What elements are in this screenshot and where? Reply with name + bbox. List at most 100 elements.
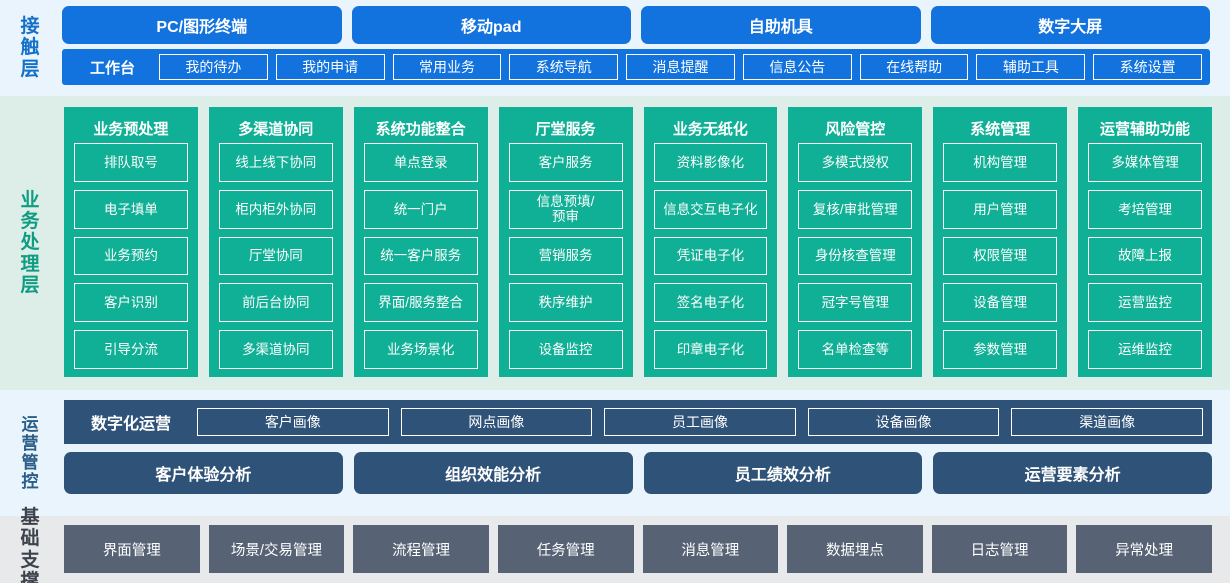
biz-item[interactable]: 线上线下协同 [218, 143, 333, 182]
biz-item[interactable]: 多渠道协同 [218, 330, 333, 369]
biz-column-title: 业务预处理 [93, 120, 169, 138]
channel-label: PC/图形终端 [156, 19, 248, 36]
biz-item[interactable]: 设备监控 [508, 330, 623, 369]
workbench-item-common-business[interactable]: 常用业务 [392, 54, 502, 80]
biz-item[interactable]: 排队取号 [74, 143, 188, 182]
biz-item[interactable]: 单点登录 [363, 143, 478, 182]
biz-item[interactable]: 复核/审批管理 [798, 189, 913, 229]
biz-column-lobby-service: 厅堂服务 客户服务 信息预填/ 预审 营销服务 秩序维护 设备监控 [498, 107, 633, 377]
biz-column-preprocessing: 业务预处理 排队取号 电子填单 业务预约 客户识别 引导分流 [64, 107, 198, 377]
analysis-row: 客户体验分析 组织效能分析 员工绩效分析 运营要素分析 [64, 452, 1212, 494]
workbench-item-system-settings[interactable]: 系统设置 [1093, 54, 1203, 80]
portrait-employee[interactable]: 员工画像 [604, 408, 796, 436]
biz-item[interactable]: 用户管理 [943, 189, 1058, 229]
workbench-item-message-reminder[interactable]: 消息提醒 [626, 54, 735, 80]
foundation-layer-label: 基础支撑 [0, 507, 60, 583]
workbench-item-system-navigation[interactable]: 系统导航 [509, 54, 619, 80]
channel-label: 数字大屏 [1038, 19, 1103, 36]
biz-column-title: 多渠道协同 [238, 120, 314, 138]
analysis-employee-performance[interactable]: 员工绩效分析 [643, 452, 923, 494]
biz-item[interactable]: 信息交互电子化 [653, 189, 768, 229]
biz-item[interactable]: 考培管理 [1088, 189, 1202, 229]
biz-item[interactable]: 身份核查管理 [798, 236, 913, 276]
workbench-item-my-application[interactable]: 我的申请 [275, 54, 385, 80]
ops-layer-body: 数字化运营 客户画像 网点画像 员工画像 设备画像 渠道画像 客户体验分析 组织… [60, 390, 1230, 516]
biz-column-operation-aux: 运营辅助功能 多媒体管理 考培管理 故障上报 运营监控 运维监控 [1078, 107, 1212, 377]
channel-label: 移动pad [461, 19, 522, 36]
biz-item[interactable]: 引导分流 [74, 330, 188, 369]
biz-item[interactable]: 印章电子化 [653, 330, 768, 369]
biz-item[interactable]: 参数管理 [943, 330, 1058, 369]
contact-layer-label: 接触层 [0, 0, 60, 96]
biz-item[interactable]: 多媒体管理 [1088, 143, 1202, 182]
channel-box-digital-screen[interactable]: 数字大屏 [930, 6, 1210, 44]
foundation-item-message-management[interactable]: 消息管理 [642, 525, 779, 573]
channel-box-pc[interactable]: PC/图形终端 [62, 6, 342, 44]
ops-layer-label-text: 运营管控 [21, 414, 39, 492]
biz-item[interactable]: 营销服务 [508, 236, 623, 276]
biz-item[interactable]: 信息预填/ 预审 [508, 189, 623, 229]
biz-item[interactable]: 统一客户服务 [363, 236, 478, 276]
biz-item[interactable]: 签名电子化 [653, 283, 768, 323]
foundation-item-log-management[interactable]: 日志管理 [931, 525, 1068, 573]
biz-column-title: 风险管控 [825, 120, 886, 138]
biz-item[interactable]: 多模式授权 [798, 143, 913, 182]
portrait-device[interactable]: 设备画像 [807, 408, 1000, 436]
biz-item[interactable]: 业务场景化 [363, 330, 478, 369]
biz-item[interactable]: 柜内柜外协同 [218, 189, 333, 229]
biz-column-title: 系统功能整合 [375, 120, 466, 138]
contact-layer-body: PC/图形终端 移动pad 自助机具 数字大屏 工作台 我的待办 我的申请 常用… [60, 0, 1230, 96]
digital-operation-title: 数字化运营 [91, 416, 172, 433]
biz-item[interactable]: 电子填单 [74, 189, 188, 229]
biz-item[interactable]: 机构管理 [943, 143, 1058, 182]
analysis-organization-efficiency[interactable]: 组织效能分析 [353, 452, 633, 494]
biz-item[interactable]: 权限管理 [943, 236, 1058, 276]
biz-item[interactable]: 资料影像化 [653, 143, 768, 182]
biz-column-title: 系统管理 [970, 120, 1031, 138]
workbench-item-aux-tools[interactable]: 辅助工具 [976, 54, 1086, 80]
biz-item[interactable]: 统一门户 [363, 189, 478, 229]
analysis-operation-elements[interactable]: 运营要素分析 [933, 452, 1212, 494]
workbench-item-my-todo[interactable]: 我的待办 [159, 54, 268, 80]
foundation-item-ui-management[interactable]: 界面管理 [64, 525, 200, 573]
biz-column-system-integration: 系统功能整合 单点登录 统一门户 统一客户服务 界面/服务整合 业务场景化 [353, 107, 488, 377]
biz-item[interactable]: 客户识别 [74, 283, 188, 323]
biz-column-title: 业务无纸化 [672, 120, 748, 138]
biz-item[interactable]: 运维监控 [1088, 330, 1202, 369]
foundation-item-data-tracking[interactable]: 数据埋点 [787, 525, 923, 573]
biz-item[interactable]: 厅堂协同 [218, 236, 333, 276]
biz-item[interactable]: 界面/服务整合 [363, 283, 478, 323]
biz-column-risk-control: 风险管控 多模式授权 复核/审批管理 身份核查管理 冠字号管理 名单检查等 [788, 107, 923, 377]
foundation-layer-band: 基础支撑 界面管理 场景/交易管理 流程管理 任务管理 消息管理 数据埋点 日志… [0, 507, 1230, 583]
biz-column-paperless: 业务无纸化 资料影像化 信息交互电子化 凭证电子化 签名电子化 印章电子化 [643, 107, 778, 377]
workbench-item-announcement[interactable]: 信息公告 [742, 54, 852, 80]
biz-item[interactable]: 运营监控 [1088, 283, 1202, 323]
biz-item[interactable]: 客户服务 [508, 143, 623, 182]
portrait-branch[interactable]: 网点画像 [400, 408, 593, 436]
foundation-item-exception-handling[interactable]: 异常处理 [1076, 525, 1212, 573]
analysis-customer-experience[interactable]: 客户体验分析 [64, 452, 343, 494]
biz-column-multichannel: 多渠道协同 线上线下协同 柜内柜外协同 厅堂协同 前后台协同 多渠道协同 [208, 107, 343, 377]
channel-box-self-service[interactable]: 自助机具 [641, 6, 921, 44]
biz-item[interactable]: 冠字号管理 [798, 283, 913, 323]
foundation-item-task-management[interactable]: 任务管理 [497, 525, 634, 573]
biz-item[interactable]: 秩序维护 [508, 283, 623, 323]
business-layer-band: 业务处理层 业务预处理 排队取号 电子填单 业务预约 客户识别 引导分流 多渠道… [0, 96, 1230, 390]
portrait-channel[interactable]: 渠道画像 [1011, 408, 1203, 436]
biz-column-system-management: 系统管理 机构管理 用户管理 权限管理 设备管理 参数管理 [933, 107, 1068, 377]
biz-item[interactable]: 故障上报 [1088, 236, 1202, 276]
contact-layer-label-text: 接触层 [20, 16, 40, 80]
biz-item[interactable]: 业务预约 [74, 236, 188, 276]
biz-item[interactable]: 名单检查等 [798, 330, 913, 369]
workbench-item-online-help[interactable]: 在线帮助 [859, 54, 969, 80]
channel-box-mobile-pad[interactable]: 移动pad [351, 6, 631, 44]
portrait-customer[interactable]: 客户画像 [197, 408, 389, 436]
biz-item[interactable]: 设备管理 [943, 283, 1058, 323]
foundation-item-process-management[interactable]: 流程管理 [353, 525, 489, 573]
foundation-item-scenario-transaction[interactable]: 场景/交易管理 [208, 525, 345, 573]
foundation-layer-label-text: 基础支撑 [20, 506, 40, 583]
channel-row: PC/图形终端 移动pad 自助机具 数字大屏 [62, 6, 1210, 44]
biz-item[interactable]: 凭证电子化 [653, 236, 768, 276]
biz-item[interactable]: 前后台协同 [218, 283, 333, 323]
